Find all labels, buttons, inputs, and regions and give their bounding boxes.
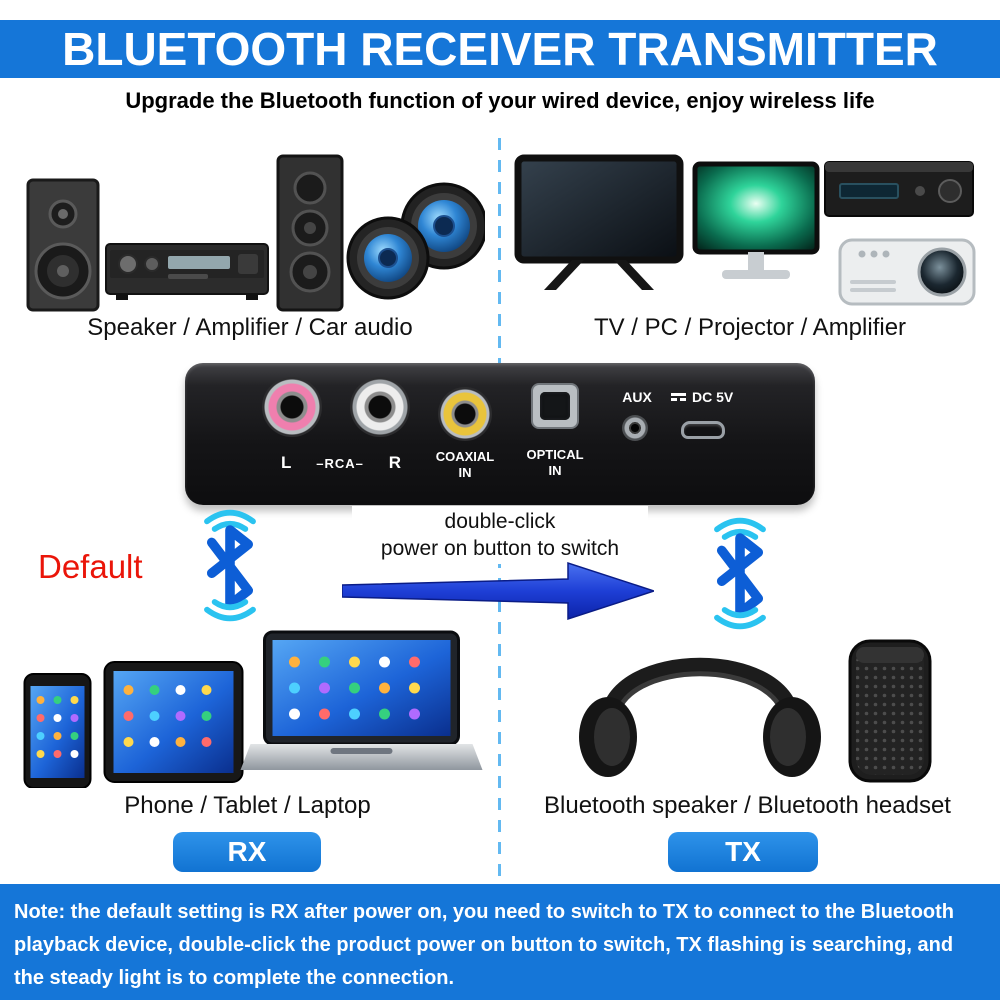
page-title: BLUETOOTH RECEIVER TRANSMITTER [62,23,938,75]
laptop-icon [240,630,483,770]
phone-tablet-laptop-illustration [10,628,485,788]
coaxial-label-line2: IN [458,465,472,480]
title-banner: BLUETOOTH RECEIVER TRANSMITTER [0,20,1000,78]
rx-mode-badge: RX [173,832,321,872]
signal-wave-icon [211,520,249,532]
note-banner: Note: the default setting is RX after po… [0,884,1000,1000]
caption-speaker-amplifier-caraudio: Speaker / Amplifier / Car audio [87,314,413,341]
signal-wave-icon [714,614,766,630]
phone-icon [23,673,92,788]
bluetooth-rune-icon [716,533,764,618]
rca-right-label: R [388,453,401,472]
car-speaker-icon [346,182,485,300]
caption-tv-pc-projector-amplifier: TV / PC / Projector / Amplifier [593,314,907,341]
tv-pc-projector-illustration [510,150,980,315]
rca-label-row: L –RCA– R [281,453,401,473]
rca-right-audio-port [350,377,410,437]
optical-port-window [540,392,570,420]
signal-wave-icon [204,606,256,622]
switch-instruction: double-click power on button to switch [352,506,648,564]
optical-port [531,383,579,429]
bluetooth-icon [182,506,278,625]
dc-label-text: DC 5V [692,389,734,405]
bluetooth-rune-icon [206,525,254,610]
speaker-amplifier-caraudio-illustration [15,150,485,315]
switch-instruction-line1: double-click [444,510,556,533]
bookshelf-speaker-icon [26,178,100,312]
default-label: Default [38,548,143,585]
optical-label-line2: IN [548,463,562,478]
headset-speaker-illustration [520,618,980,790]
projector-icon [838,238,976,306]
display-devices-svg [514,154,976,306]
coaxial-label-line1: COAXIAL [435,449,495,464]
tablet-icon [103,661,244,783]
aux-port [622,415,648,441]
signal-wave-icon [204,509,256,525]
aux-label: AUX [622,389,652,405]
pc-monitor-icon [692,161,820,279]
bluetooth-signal-svg [204,509,256,622]
coaxial-port [438,387,492,441]
tx-mode-badge: TX [668,832,818,872]
bt-audio-devices-svg [579,639,932,783]
bluetooth-speaker-icon [848,639,932,783]
switch-instruction-line2: power on button to switch [380,537,620,560]
speakers-illustration-svg [26,154,485,312]
mobile-devices-svg [23,630,483,788]
switch-arrow-svg [342,561,654,621]
optical-label-line1: OPTICAL [526,447,584,462]
signal-wave-icon [211,599,249,611]
bluetooth-icon [692,514,788,633]
coaxial-label: COAXIAL IN [429,449,501,481]
dc-power-icon [671,393,686,401]
tower-speaker-icon [276,154,344,312]
rca-left-audio-port [262,377,322,437]
signal-wave-icon [721,528,759,540]
av-receiver-icon [824,161,974,217]
bluetooth-signal-svg [714,517,766,630]
device-back-panel: L –RCA– R COAXIAL IN OPTICAL IN AUX DC 5… [185,363,815,505]
bluetooth-headset-icon [579,657,821,777]
subtitle: Upgrade the Bluetooth function of your w… [125,88,875,113]
amplifier-icon [105,243,269,300]
caption-bt-speaker-headset: Bluetooth speaker / Bluetooth headset [544,792,951,819]
rca-left-label: L [281,453,292,472]
micro-usb-port [681,421,725,439]
rca-mid-label: –RCA– [316,455,364,471]
caption-phone-tablet-laptop: Phone / Tablet / Laptop [124,792,371,819]
switch-arrow-icon [342,558,654,624]
signal-wave-icon [721,607,759,619]
dc-label: DC 5V [671,389,733,405]
optical-label: OPTICAL IN [523,447,587,479]
tv-icon [514,154,684,290]
signal-wave-icon [714,517,766,533]
